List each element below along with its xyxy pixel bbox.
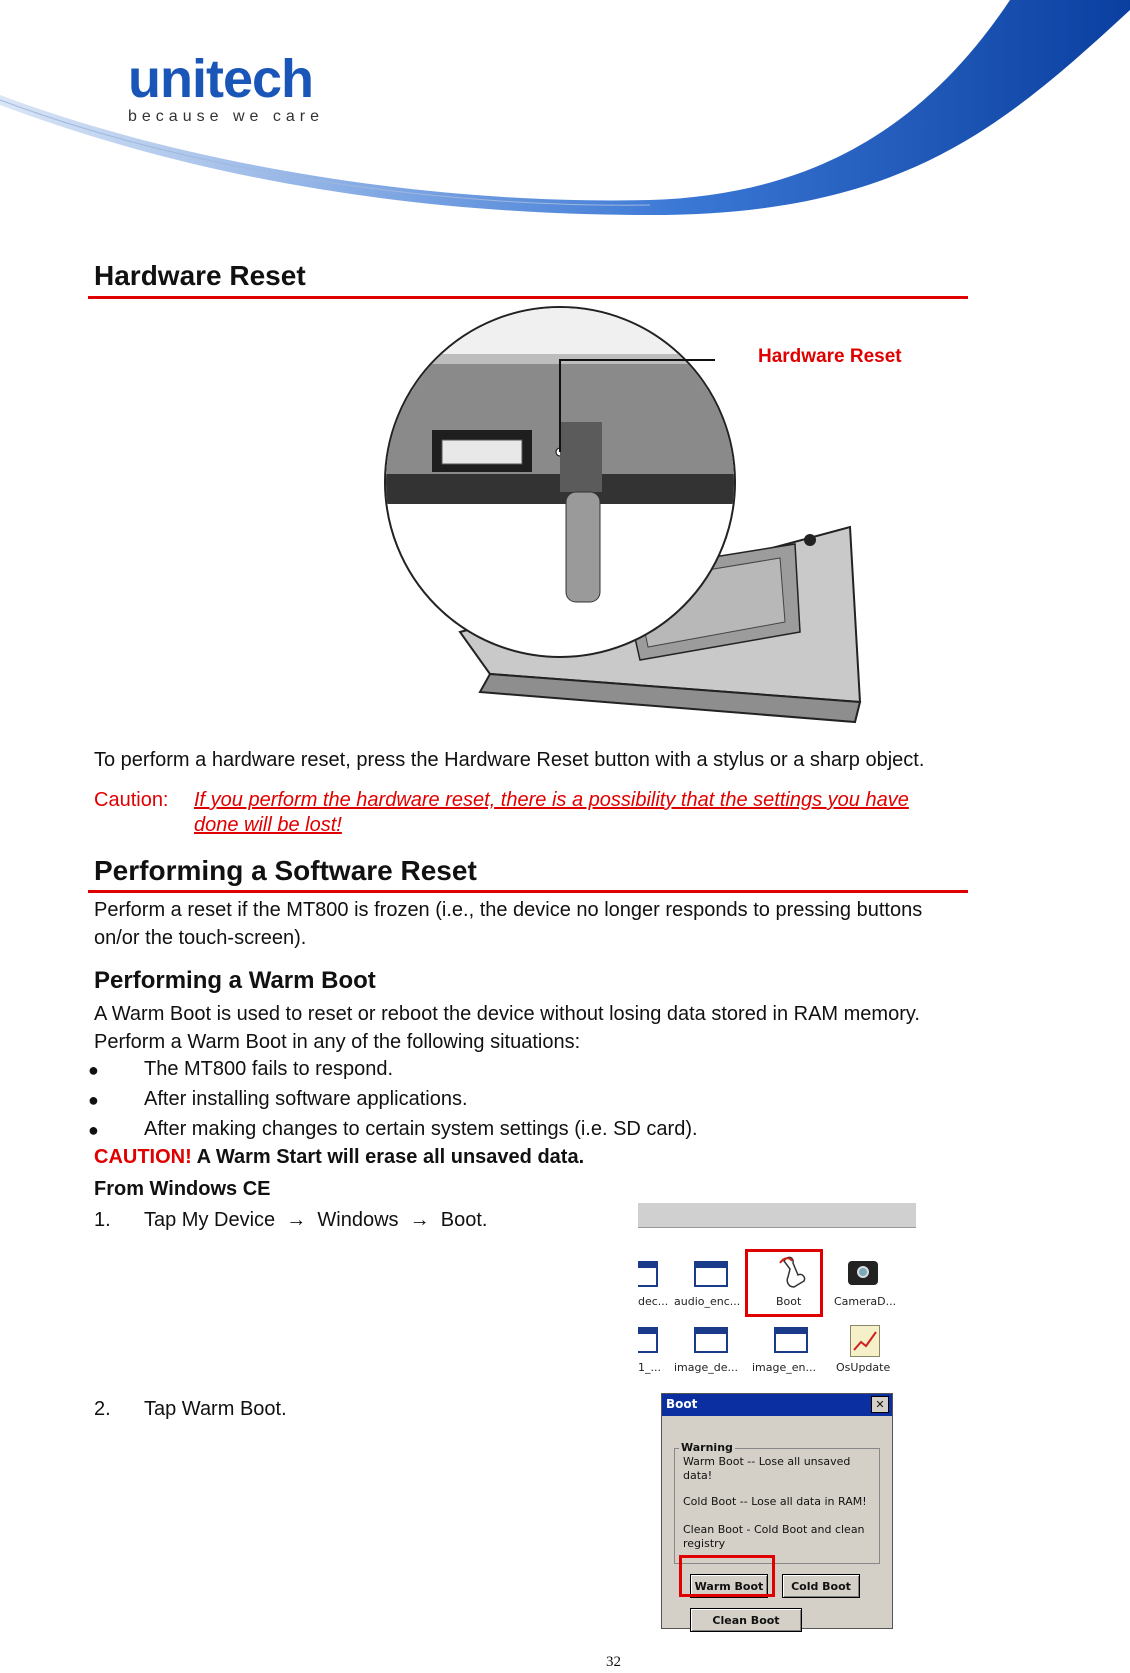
clean-boot-button[interactable]: Clean Boot <box>690 1608 802 1632</box>
icon-label: OsUpdate <box>836 1361 891 1374</box>
cold-boot-button[interactable]: Cold Boot <box>782 1574 860 1598</box>
dialog-titlebar: Boot ✕ <box>662 1394 892 1416</box>
folder-toolbar <box>638 1203 916 1228</box>
boot-icon-highlight <box>745 1249 823 1317</box>
app-icon[interactable] <box>694 1327 728 1353</box>
warm-boot-intro-2: Perform a Warm Boot in any of the follow… <box>94 1031 581 1053</box>
bullet-item: After making changes to certain system s… <box>144 1118 698 1140</box>
warm-start-caution: CAUTION! A Warm Start will erase all uns… <box>94 1146 584 1169</box>
caution-line-2: done will be lost! <box>194 814 342 836</box>
warm-boot-heading: Performing a Warm Boot <box>94 967 376 994</box>
app-icon[interactable] <box>638 1261 658 1287</box>
bullet-dot: ● <box>88 1060 99 1080</box>
icon-label: Boot <box>776 1295 802 1308</box>
caution-line-1: If you perform the hardware reset, there… <box>194 789 909 811</box>
warm-boot-highlight <box>679 1555 775 1597</box>
app-icon[interactable] <box>774 1327 808 1353</box>
software-reset-description-2: on/or the touch-screen). <box>94 927 307 949</box>
warning-line: Cold Boot -- Lose all data in RAM! <box>683 1495 867 1508</box>
update-icon[interactable] <box>850 1325 880 1357</box>
icon-label: image_de... <box>674 1361 739 1374</box>
icon-label: image_en... <box>752 1361 816 1374</box>
caution-word: CAUTION! <box>94 1146 192 1168</box>
brand-name: unitech <box>128 49 314 109</box>
camera-icon[interactable] <box>848 1261 878 1285</box>
close-button[interactable]: ✕ <box>871 1396 889 1413</box>
brand-tagline: because we care <box>128 108 324 125</box>
step-text: Tap My Device → Windows → Boot. <box>144 1209 488 1231</box>
close-icon: ✕ <box>875 1398 885 1411</box>
device-illustration <box>384 306 862 724</box>
boot-icon[interactable] <box>776 1253 810 1289</box>
hardware-reset-description: To perform a hardware reset, press the H… <box>94 749 925 771</box>
bullet-dot: ● <box>88 1090 99 1110</box>
page-header: unitech because we care <box>0 0 1130 220</box>
caution-label: Caution: <box>94 789 169 811</box>
dialog-title: Boot <box>666 1397 698 1411</box>
software-reset-description-1: Perform a reset if the MT800 is frozen (… <box>94 899 923 921</box>
step-text: Tap Warm Boot. <box>144 1398 287 1420</box>
boot-dialog: Boot ✕ Warning Warm Boot -- Lose all uns… <box>661 1393 893 1632</box>
hand-icon <box>779 1256 806 1288</box>
chart-arrow-icon <box>853 1331 877 1351</box>
caution-text: A Warm Start will erase all unsaved data… <box>191 1146 585 1168</box>
warm-boot-intro-1: A Warm Boot is used to reset or reboot t… <box>94 1003 920 1025</box>
bullet-dot: ● <box>88 1120 99 1140</box>
icon-label: audio_enc... <box>674 1295 741 1308</box>
hardware-reset-callout: Hardware Reset <box>758 346 902 367</box>
icon-label: dec... <box>638 1295 669 1308</box>
group-label: Warning <box>679 1441 735 1454</box>
warning-group: Warning Warm Boot -- Lose all unsaved da… <box>674 1441 880 1564</box>
warning-line: Warm Boot -- Lose all unsaved <box>683 1455 851 1468</box>
app-icon[interactable] <box>638 1327 658 1353</box>
software-reset-heading: Performing a Software Reset <box>94 855 477 886</box>
windows-ce-subheading: From Windows CE <box>94 1178 271 1200</box>
heading-rule <box>88 296 968 299</box>
icon-label: 1_... <box>638 1361 661 1374</box>
bullet-item: After installing software applications. <box>144 1088 468 1110</box>
windows-folder-screenshot: dec... audio_enc... Boot CameraD... 1_..… <box>638 1203 916 1381</box>
warning-line: registry <box>683 1537 726 1550</box>
warning-line: data! <box>683 1469 713 1482</box>
page-number: 32 <box>606 1654 621 1670</box>
step-number: 1. <box>94 1209 111 1231</box>
warning-line: Clean Boot - Cold Boot and clean <box>683 1523 865 1536</box>
icon-label: CameraD... <box>834 1295 897 1308</box>
app-icon[interactable] <box>694 1261 728 1287</box>
bullet-item: The MT800 fails to respond. <box>144 1058 394 1080</box>
hardware-reset-heading: Hardware Reset <box>94 260 306 291</box>
brand-logo: unitech because we care <box>128 52 324 126</box>
step-number: 2. <box>94 1398 111 1420</box>
heading-rule <box>88 890 968 893</box>
header-swoosh <box>0 0 1130 215</box>
